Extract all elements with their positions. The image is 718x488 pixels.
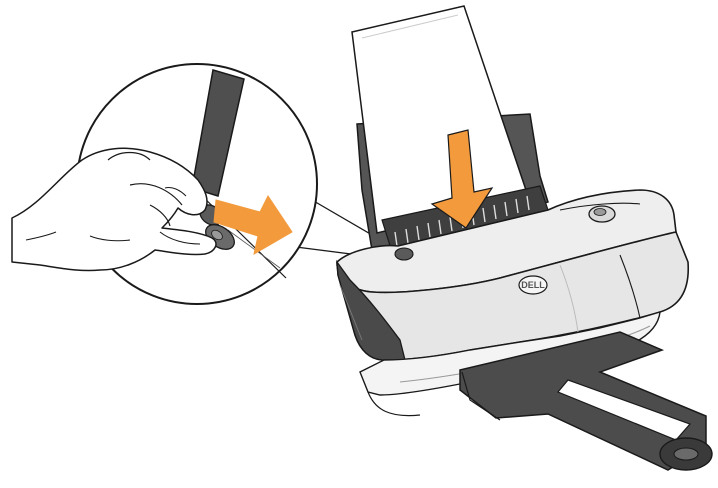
printer-illustration: DELL	[337, 6, 712, 470]
printer-logo: DELL	[519, 276, 547, 294]
printer-logo-text: DELL	[521, 280, 545, 290]
printer-guide-knob	[395, 248, 413, 260]
power-button-icon	[589, 206, 615, 222]
